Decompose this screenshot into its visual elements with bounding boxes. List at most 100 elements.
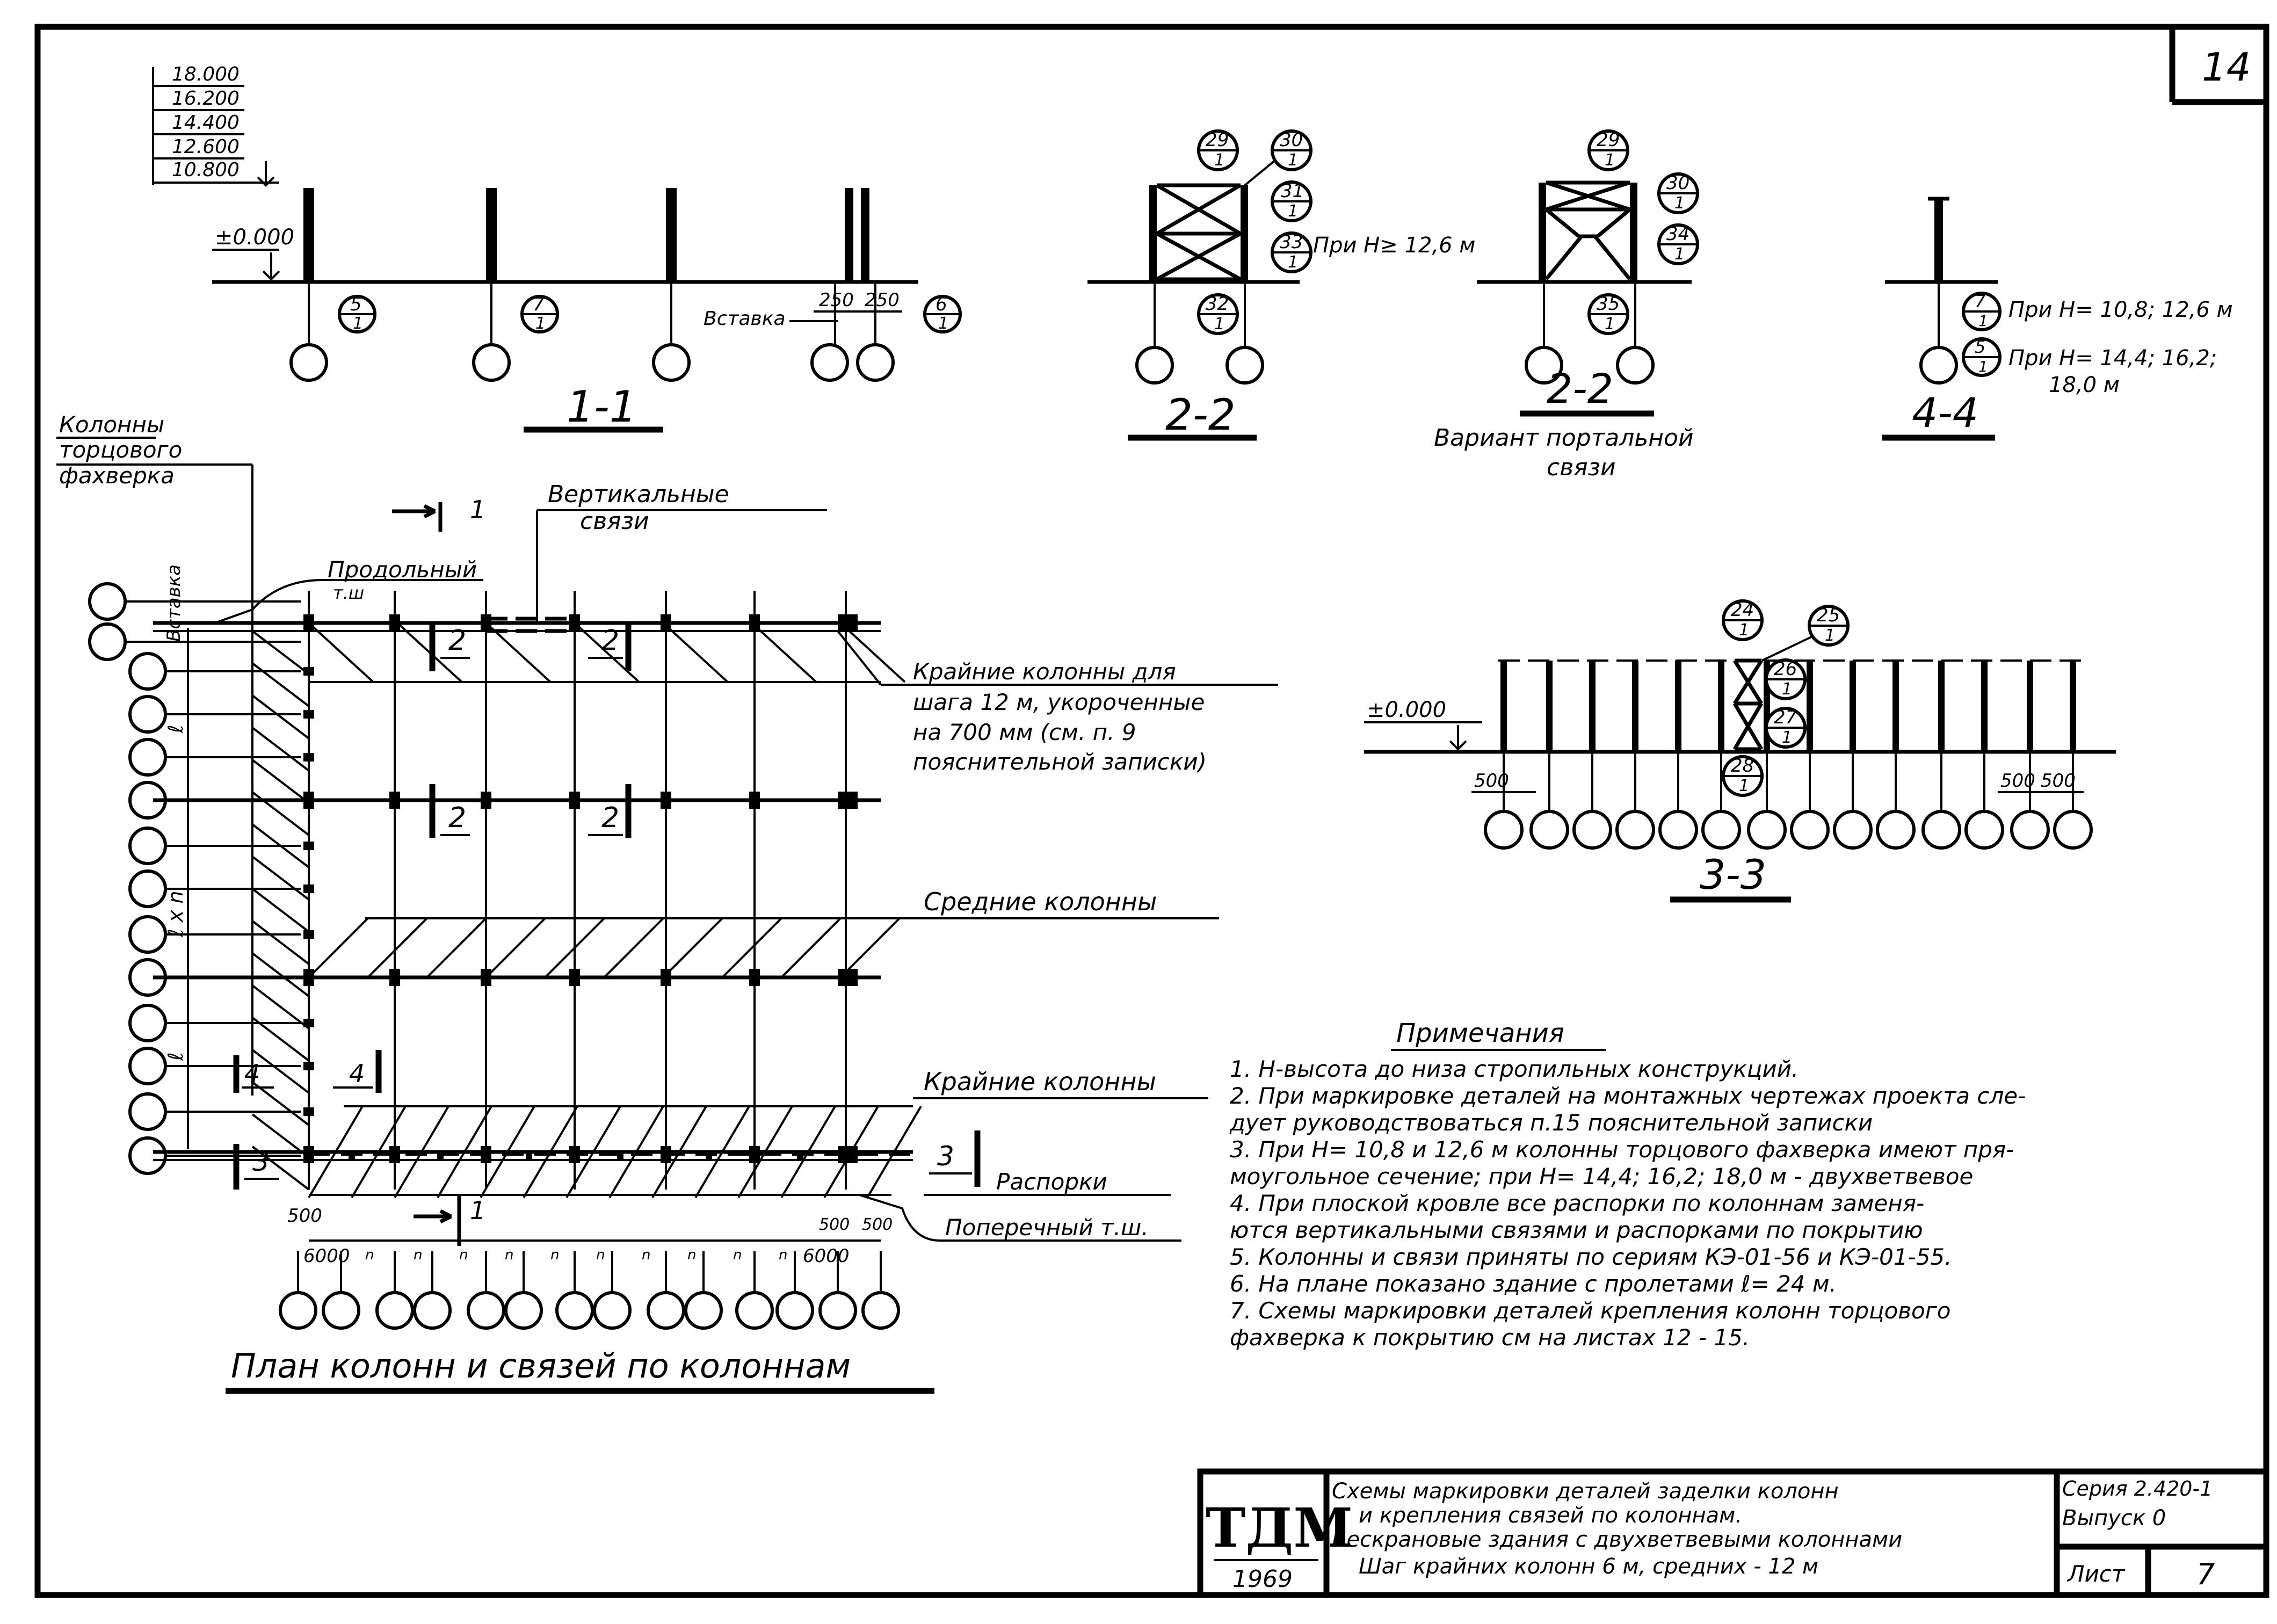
title-block-sheet-number: 7 bbox=[2196, 1557, 2215, 1591]
axis-circle bbox=[593, 1291, 632, 1330]
dim-6000-right-plan: 6000 bbox=[803, 1245, 850, 1267]
hatch-line bbox=[251, 1017, 310, 1062]
elevation-10800: 10.800 bbox=[172, 159, 240, 181]
section-cut-3-b: 3 bbox=[929, 1130, 981, 1187]
svg-text:1: 1 bbox=[1674, 245, 1685, 264]
hatch-line bbox=[565, 1105, 621, 1199]
hatch-line bbox=[662, 917, 723, 978]
axis-circle bbox=[1616, 346, 1655, 385]
elevation-16200: 16.200 bbox=[172, 88, 240, 110]
marker-29-1: 29 1 bbox=[1197, 129, 1239, 171]
struts-hatch bbox=[308, 1105, 922, 1199]
axis-circle bbox=[2010, 810, 2050, 850]
hatch-line bbox=[485, 917, 546, 978]
column bbox=[1850, 661, 1856, 752]
note-line-11: фахверка к покрытию см на листах 12 - 15… bbox=[1230, 1324, 1750, 1351]
column-mark bbox=[303, 667, 314, 676]
svg-text:1: 1 bbox=[1978, 312, 1988, 330]
axis-circle bbox=[375, 1291, 414, 1330]
hatch-line bbox=[866, 1105, 922, 1199]
column bbox=[1589, 661, 1596, 752]
column bbox=[1807, 661, 1813, 752]
axis-circle bbox=[128, 1136, 167, 1175]
hatch-line bbox=[251, 630, 310, 675]
svg-text:7: 7 bbox=[1975, 291, 1986, 311]
svg-text:1: 1 bbox=[1288, 151, 1298, 170]
subtitle-2-2-b-line2: связи bbox=[1547, 454, 1616, 481]
hatch-line bbox=[751, 622, 817, 683]
hatch-line bbox=[780, 1105, 836, 1199]
axis-circle bbox=[128, 869, 167, 908]
hatch-line bbox=[437, 1105, 492, 1199]
note-line-3: дует руководствоваться п.15 пояснительно… bbox=[1229, 1110, 1873, 1136]
hatch-line bbox=[839, 917, 901, 978]
svg-text:2: 2 bbox=[448, 802, 466, 834]
elevation-18000: 18.000 bbox=[172, 63, 240, 85]
hatch-line bbox=[351, 1105, 407, 1199]
column-1-1-a bbox=[303, 188, 314, 282]
axis-circle bbox=[1876, 810, 1916, 850]
hatch-line bbox=[251, 920, 310, 965]
svg-text:1: 1 bbox=[1739, 777, 1749, 795]
section-title-1-1: 1-1 bbox=[567, 382, 637, 432]
hatch-line bbox=[721, 917, 782, 978]
axis-circle bbox=[88, 622, 127, 661]
section-cut-4-a: 4 bbox=[233, 1055, 274, 1093]
label-edge-cols-12m-3: на 700 мм (см. п. 9 bbox=[913, 719, 1136, 745]
marker-31-1: 31 1 bbox=[1271, 180, 1312, 222]
axis-circle bbox=[472, 343, 511, 382]
column bbox=[2027, 661, 2033, 752]
section-cut-1-top: 1 bbox=[392, 495, 485, 532]
column-1-1-d bbox=[845, 188, 853, 282]
svg-text:31: 31 bbox=[1281, 180, 1304, 202]
hatch-line bbox=[367, 917, 428, 978]
svg-text:3: 3 bbox=[252, 1146, 270, 1177]
column-mark bbox=[303, 885, 314, 893]
section-4-4: 7 1 5 1 При H= 10,8; 12,6 м При H= 14,4;… bbox=[1882, 197, 2233, 441]
marker-26-1: 26 1 bbox=[1765, 658, 1807, 700]
sheet-frame bbox=[34, 24, 2269, 1598]
span-dim-1: ℓ bbox=[164, 724, 187, 734]
section-cut-1-bottom: 1 bbox=[414, 1195, 485, 1246]
section-2-2-b: 29 1 30 1 34 1 35 1 2-2 Вариант портальн… bbox=[1434, 129, 1699, 481]
plan-grid bbox=[88, 582, 900, 1330]
svg-text:26: 26 bbox=[1774, 658, 1797, 680]
notes-block: Примечания 1. H-высота до низа стропильн… bbox=[1229, 1018, 2026, 1351]
marker-6-1: 6 1 bbox=[923, 294, 962, 334]
axis-circle bbox=[810, 343, 849, 382]
section-title-2-2-b: 2-2 bbox=[1547, 365, 1613, 412]
svg-text:1: 1 bbox=[470, 495, 485, 524]
svg-text:2: 2 bbox=[601, 625, 619, 657]
title-block-issue: Выпуск 0 bbox=[2062, 1506, 2166, 1531]
section-cut-2-d: 2 bbox=[588, 784, 632, 838]
note-line-7: ются вертикальными связями и распорками … bbox=[1230, 1217, 1923, 1243]
dim-n-mark: n bbox=[642, 1247, 650, 1263]
marker-7-1: 7 1 bbox=[520, 294, 559, 334]
title-block-desc-4: Шаг крайних колонн 6 м, средних - 12 м bbox=[1359, 1554, 1818, 1579]
dim-250-left: 250 bbox=[819, 289, 854, 311]
title-block-logo: ТДМ bbox=[1206, 1496, 1353, 1560]
label-end-wall-columns-3: фахверка bbox=[59, 462, 175, 489]
dim-500-right-a-plan: 500 bbox=[819, 1215, 850, 1234]
middle-columns-hatch bbox=[308, 917, 913, 978]
label-edge-columns: Крайние колонны bbox=[924, 1067, 1156, 1096]
label-middle-columns: Средние колонны bbox=[924, 887, 1157, 916]
marker-5-1: 5 1 bbox=[338, 294, 376, 334]
note-line-6: 4. При плоской кровле все распорки по ко… bbox=[1230, 1190, 1924, 1216]
dim-250-right: 250 bbox=[865, 289, 900, 311]
hatch-line bbox=[251, 694, 310, 740]
section-cut-4-b: 4 bbox=[333, 1050, 382, 1093]
axis-circle bbox=[735, 1291, 774, 1330]
section-2-2-a: 29 1 30 1 31 1 33 1 32 1 При H≥ 12,6 bbox=[1087, 129, 1475, 441]
marker-24-1: 24 1 bbox=[1722, 599, 1764, 641]
hatch-line bbox=[480, 1105, 535, 1199]
svg-text:2: 2 bbox=[601, 802, 619, 834]
marker-32-1: 32 1 bbox=[1197, 293, 1239, 335]
svg-text:1: 1 bbox=[1288, 202, 1298, 221]
svg-text:3: 3 bbox=[937, 1141, 954, 1172]
axis-circle bbox=[128, 827, 167, 865]
axis-circle bbox=[279, 1291, 317, 1330]
svg-text:1: 1 bbox=[1978, 358, 1988, 375]
hatch-line bbox=[308, 622, 374, 683]
